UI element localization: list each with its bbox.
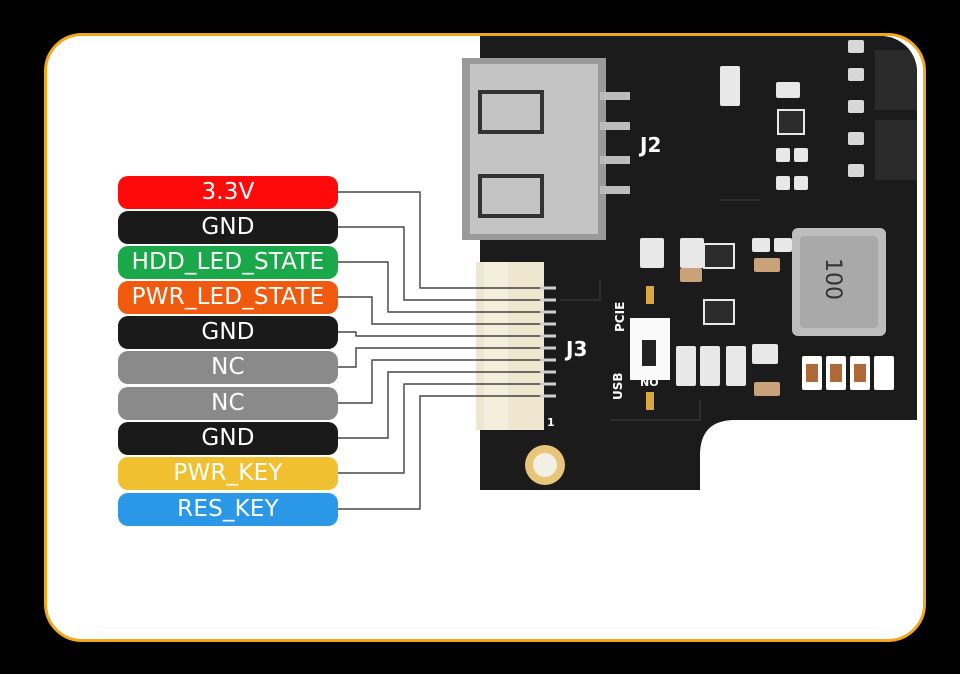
pin-label-1: 3.3V [118, 176, 338, 209]
fpc-connector [476, 262, 556, 430]
pin-label-5: GND [118, 316, 338, 349]
switch-pcie-label: PCIE [613, 302, 627, 332]
switch-usb-label: USB [611, 372, 625, 400]
usb-connector [462, 58, 630, 240]
pin1-marker: 1 [547, 416, 555, 429]
j3-label: J3 [564, 337, 587, 361]
pin-label-6: NC [118, 351, 338, 384]
pin-label-4: PWR_LED_STATE [118, 281, 338, 314]
pin-label-8: GND [118, 422, 338, 455]
pin-label-2: GND [118, 211, 338, 244]
inductor-marking: 100 [820, 258, 845, 300]
leader-lines [338, 191, 540, 510]
j2-label: J2 [638, 133, 661, 157]
pin-label-9: PWR_KEY [118, 457, 338, 490]
pin-label-10: RES_KEY [118, 493, 338, 526]
pin-label-3: HDD_LED_STATE [118, 246, 338, 279]
pin-label-7: NC [118, 387, 338, 420]
switch-no-label: NO [640, 376, 659, 389]
